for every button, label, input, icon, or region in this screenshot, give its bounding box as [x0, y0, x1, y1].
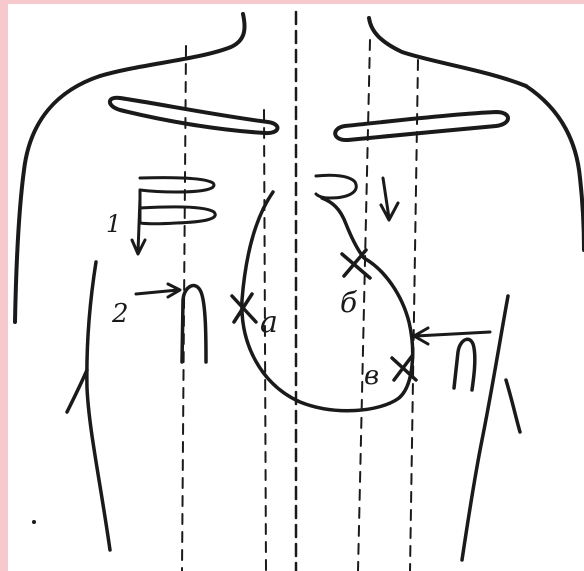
- left-axillary-line: [410, 60, 418, 571]
- right-rib: [316, 175, 356, 198]
- heart-outline: [242, 192, 413, 411]
- left-rib-upper: [140, 178, 214, 192]
- right-midclavicular-line: [358, 40, 370, 571]
- right-parasternal-line: [264, 110, 266, 571]
- left-rib-lower: [140, 207, 215, 224]
- label-point-v: в: [364, 361, 379, 391]
- right-clavicle: [335, 112, 508, 140]
- label-a-left: A: [179, 309, 181, 311]
- label-1: 1: [106, 210, 121, 238]
- arrow-right-2: [136, 284, 180, 297]
- left-clavicle: [110, 98, 278, 133]
- shoulder-left-outline: [15, 76, 100, 322]
- label-point-a: a: [260, 305, 278, 340]
- letter-a-left-shape: [182, 286, 206, 362]
- label-a-right: A: [451, 391, 453, 393]
- arrow-left-right-side: [414, 328, 490, 344]
- speck: [32, 520, 36, 524]
- letter-a-right-shape: [454, 339, 475, 390]
- arrow-down-right: [381, 178, 398, 220]
- neck-right-outline: [369, 18, 526, 86]
- neck-left-outline: [100, 14, 245, 76]
- label-point-b: б: [340, 286, 358, 319]
- left-flank-line: [87, 262, 110, 550]
- shoulder-right-outline: [526, 86, 584, 250]
- left-flank-notch: [67, 370, 87, 412]
- right-flank-line: [462, 296, 508, 560]
- label-2: 2: [111, 299, 129, 329]
- right-flank-notch: [506, 380, 520, 432]
